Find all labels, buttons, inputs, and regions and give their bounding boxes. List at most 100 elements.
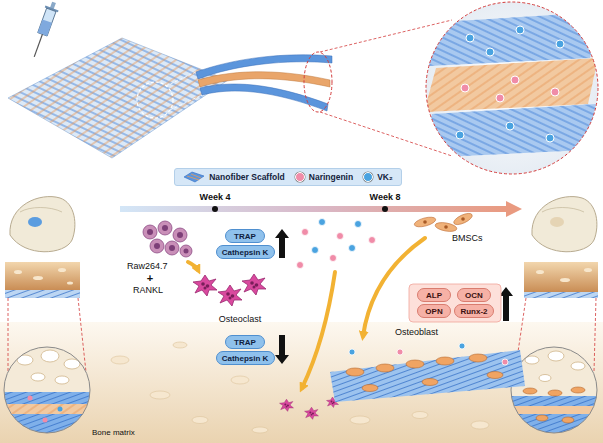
magnified-defect [523,388,537,394]
syringe [34,34,42,57]
pill-text: ALP [426,291,442,300]
cell-label: BMSCs [452,233,483,243]
magnified-defect [562,417,574,423]
magnified-scaffold [420,12,602,158]
pill-text: Cathepsin K [222,354,269,363]
raw-cells [158,221,172,235]
cell-label: Osteoclast [219,314,262,324]
bone-matrix-ground [412,412,428,419]
pill-text: OCN [465,291,483,300]
bone-matrix-ground [150,391,170,399]
magnified-defect [505,406,603,414]
drug-molecules [349,245,356,252]
rat-skull [532,197,597,252]
bone-section [58,268,66,272]
nanofiber-mat [8,38,228,158]
bone-matrix-ground [173,342,187,348]
gene-pill: OCN [457,288,491,302]
raw-cells [147,229,153,235]
magnified-scaffold [456,131,464,139]
bone-matrix-ground [231,376,249,384]
raw-cells [150,239,164,253]
raw-cells [184,249,189,254]
bone-section [5,290,80,298]
gene-pill: Runx-2 [454,304,494,318]
time-label: Week 4 [200,192,231,202]
change-arrow [275,229,289,258]
marker-pill: Cathepsin K [216,245,275,259]
bone-matrix-ground [0,322,603,443]
pill-text: Cathepsin K [222,248,269,257]
bone-section [5,262,80,290]
osteoblast-scaffold [422,379,438,386]
magnified-defect [0,347,603,443]
layered-sheets [196,20,452,156]
bone-matrix-ground [471,421,489,429]
marker-pill: Cathepsin K [216,351,275,365]
change-arrow [275,229,513,364]
magnified-defect [4,347,90,433]
raw-cells [165,241,179,255]
rat-skull [542,208,584,213]
drug-molecules [397,349,403,355]
syringe [38,19,52,36]
drug-molecules [369,237,376,244]
drug-molecules [297,262,304,269]
syringe [38,8,56,36]
magnified-scaffold [420,104,596,158]
bone-section [524,292,598,298]
magnified-scaffold [424,58,598,112]
magnified-scaffold [466,34,474,42]
magnified-defect [58,407,63,412]
osteoclast-cells [218,285,242,306]
drug-molecules [337,233,344,240]
magnified-defect [536,415,548,421]
pill-text: TRAP [234,232,256,241]
magnified-defect [539,375,551,382]
drug-molecules [502,359,508,365]
bone-matrix-ground [0,322,603,443]
time-label: Week 8 [370,192,401,202]
osteoclast-cells [193,275,217,296]
bone-matrix-ground [252,427,268,433]
raw-cells [180,245,192,257]
magnified-scaffold [486,48,494,56]
nanofiber-mat [170,95,202,110]
legend-text: VK₂ [377,172,393,182]
raw-cells [154,243,160,249]
raw-cells [169,245,175,251]
magnified-defect [0,350,100,443]
magnified-defect [505,396,603,406]
rat-skull [10,197,75,252]
timeline-arrow [382,206,388,212]
bone-matrix-ground [111,356,129,364]
legend-swatch [363,172,373,182]
change-arrow [275,335,289,364]
bone-matrix-ground [350,416,370,424]
plus-sign: + [147,272,153,285]
drug-molecules [330,255,337,262]
drug-molecules [319,219,326,226]
legend-icon-part [191,174,201,178]
magnified-defect [0,392,100,404]
magnified-scaffold [496,94,504,102]
drug-molecules [312,247,319,254]
magnified-scaffold [424,58,598,112]
magnified-defect [31,373,45,381]
osteoblast-scaffold [487,372,503,379]
factor-label: RANKL [133,285,163,295]
bone-section [560,278,570,282]
drug-molecules [355,221,362,228]
magnified-scaffold [506,122,514,130]
rat-skull [28,217,42,227]
legend-box: Nanofiber ScaffoldNaringeninVK₂ [174,168,402,186]
osteoblast-scaffold [362,385,378,392]
gene-pill: OPN [417,304,451,318]
drug-molecules [302,229,309,236]
osteoblast-scaffold [330,350,525,402]
magnified-defect [4,347,90,433]
bone-section [524,262,598,292]
legend-swatch [295,172,305,182]
